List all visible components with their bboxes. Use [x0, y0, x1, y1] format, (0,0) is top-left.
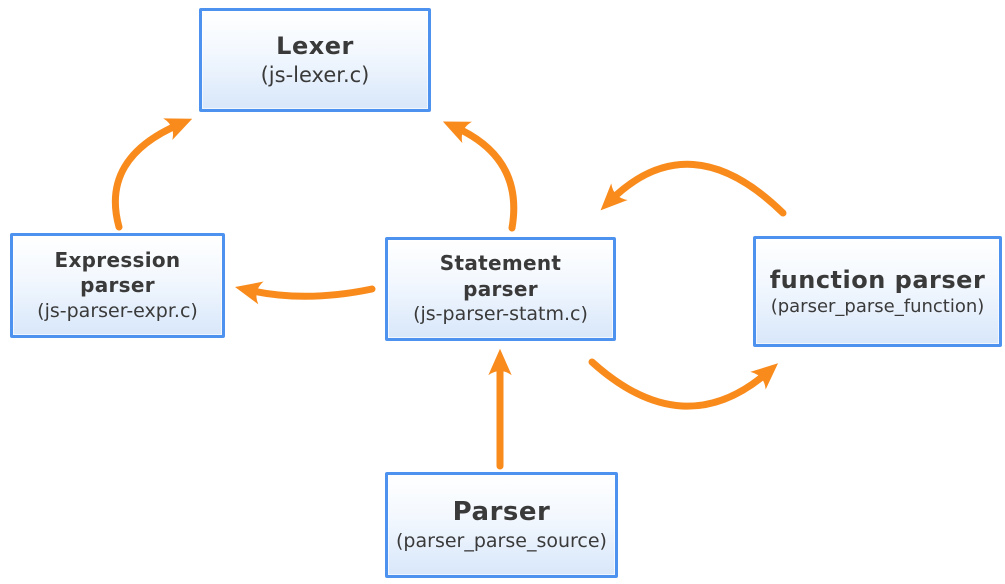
arrow-statement-parser-to-function-parser [588, 358, 779, 410]
node-expression-parser-subtitle: (js-parser-expr.c) [37, 299, 198, 322]
node-statement-parser-title-line2: parser [463, 276, 538, 301]
node-statement-parser-subtitle: (js-parser-statm.c) [413, 303, 588, 326]
arrow-statement-parser-to-expression-parser [235, 281, 376, 305]
arrow-function-parser-to-statement-parser [600, 160, 787, 217]
node-statement-parser: Statement parser (js-parser-statm.c) [385, 237, 616, 341]
node-function-parser-subtitle: (parser_parse_function) [770, 296, 985, 318]
node-function-parser: function parser (parser_parse_function) [753, 236, 1002, 347]
node-parser: Parser (parser_parse_source) [385, 472, 618, 578]
node-expression-parser-title-line1: Expression [54, 247, 181, 272]
arrow-expression-parser-to-lexer [111, 118, 193, 231]
node-statement-parser-title-line1: Statement [439, 251, 562, 276]
node-lexer: Lexer (js-lexer.c) [199, 8, 431, 112]
arrow-statement-parser-to-lexer [442, 121, 518, 232]
node-lexer-subtitle: (js-lexer.c) [260, 62, 370, 87]
node-parser-title: Parser [452, 497, 551, 528]
node-expression-parser: Expression parser (js-parser-expr.c) [10, 233, 225, 338]
node-parser-subtitle: (parser_parse_source) [396, 530, 607, 553]
node-lexer-title: Lexer [276, 32, 354, 61]
node-function-parser-title: function parser [769, 265, 986, 294]
node-expression-parser-title-line2: parser [80, 273, 155, 298]
